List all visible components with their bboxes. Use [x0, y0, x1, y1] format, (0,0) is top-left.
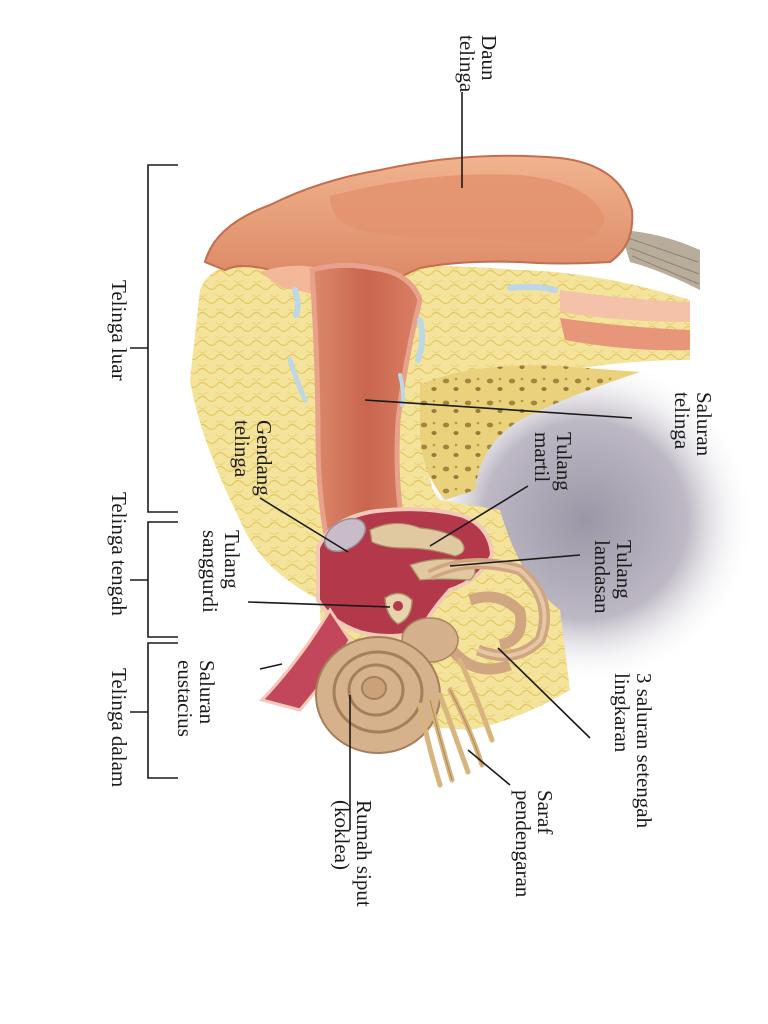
svg-text:Telinga tengah: Telinga tengah — [107, 492, 131, 616]
svg-text:lingkaran: lingkaran — [610, 673, 634, 753]
ear-canal — [309, 262, 423, 559]
svg-text:Rumah siput: Rumah siput — [352, 800, 376, 907]
label-rumah-siput: Rumah siput (koklea) — [330, 800, 376, 907]
svg-text:Saraf: Saraf — [533, 790, 557, 834]
svg-text:Daun: Daun — [477, 35, 501, 81]
label-tulang-sanggurdi: Tulang sanggurdi — [198, 530, 244, 613]
svg-text:eustacius: eustacius — [173, 660, 197, 737]
svg-text:3 saluran setengah: 3 saluran setengah — [632, 673, 656, 829]
label-gendang-telinga: Gendang telinga — [230, 420, 276, 496]
svg-text:landasan: landasan — [590, 540, 614, 614]
hair — [620, 230, 700, 290]
label-saraf-pendengaran: Saraf pendengaran — [511, 790, 557, 898]
svg-text:telinga: telinga — [670, 392, 694, 450]
label-saluran-eustacius: Saluran eustacius — [173, 660, 219, 737]
svg-text:Tulang: Tulang — [552, 432, 576, 491]
svg-text:telinga: telinga — [455, 35, 479, 93]
label-tulang-martil: Tulang martil — [530, 432, 576, 491]
svg-text:Tulang: Tulang — [220, 530, 244, 589]
malleus — [369, 522, 465, 557]
label-saluran-telinga: Saluran telinga — [670, 392, 716, 457]
svg-text:sanggurdi: sanggurdi — [198, 530, 222, 613]
section-brackets — [130, 164, 178, 779]
section-label-telinga-dalam: Telinga dalam — [107, 668, 131, 787]
svg-text:Saluran: Saluran — [692, 392, 716, 457]
ear-illustration — [190, 154, 755, 788]
svg-text:Telinga luar: Telinga luar — [107, 280, 131, 381]
svg-text:Saluran: Saluran — [195, 660, 219, 725]
label-tulang-landasan: Tulang landasan — [590, 540, 636, 614]
svg-text:martil: martil — [530, 432, 554, 482]
svg-text:(koklea): (koklea) — [330, 800, 354, 870]
svg-text:Tulang: Tulang — [612, 540, 636, 599]
leader-lines — [247, 92, 633, 830]
temporal-bone — [420, 365, 640, 500]
section-label-telinga-tengah: Telinga tengah — [107, 492, 131, 616]
cochlea — [315, 636, 441, 754]
svg-text:telinga: telinga — [230, 420, 254, 478]
svg-text:Gendang: Gendang — [252, 420, 276, 496]
section-label-telinga-luar: Telinga luar — [107, 280, 131, 381]
svg-text:pendengaran: pendengaran — [511, 790, 535, 898]
label-saluran-setengah-lingkaran: 3 saluran setengah lingkaran — [610, 673, 656, 829]
label-daun-telinga: Daun telinga — [455, 35, 501, 93]
svg-text:Telinga dalam: Telinga dalam — [107, 668, 131, 787]
